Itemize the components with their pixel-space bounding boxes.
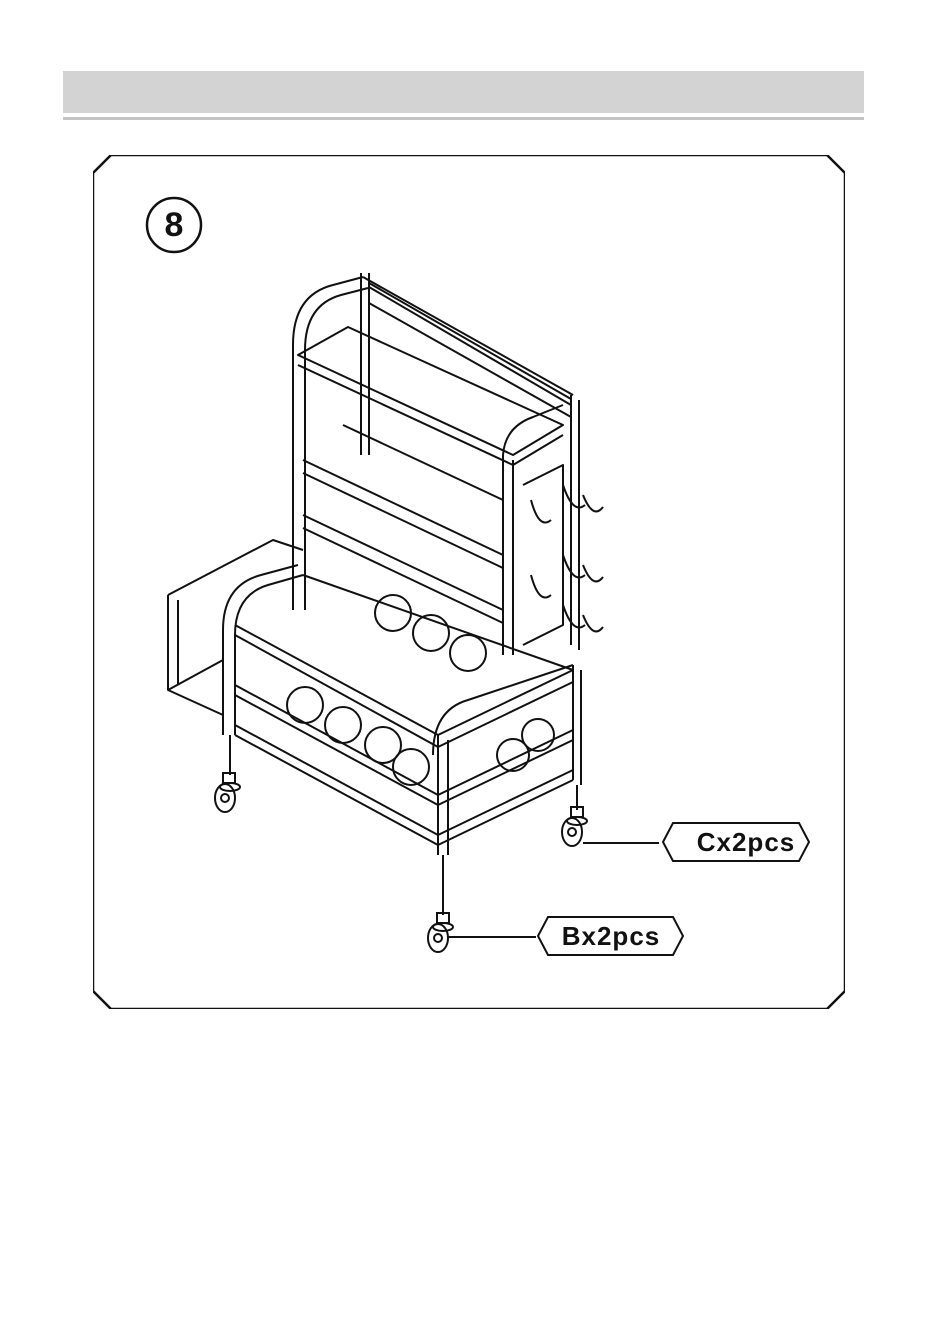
- storage-rack-drawing: [168, 273, 603, 915]
- assembly-diagram: [93, 155, 845, 1009]
- header-rule: [63, 117, 864, 120]
- instruction-panel: 8 Cx2pcs Bx2pcs: [93, 155, 845, 1009]
- caster-wheel-icon: [428, 913, 453, 952]
- panel-border: [93, 155, 845, 1009]
- part-qty: x2pcs: [582, 921, 661, 951]
- header-bar: [63, 71, 864, 113]
- caster-wheel-icon: [215, 773, 240, 812]
- part-letter: B: [562, 921, 582, 951]
- step-number: 8: [146, 197, 202, 253]
- caster-wheel-icon: [562, 807, 587, 846]
- part-label-c: Cx2pcs: [686, 823, 806, 861]
- part-letter: C: [697, 827, 717, 857]
- part-label-b: Bx2pcs: [561, 917, 661, 955]
- part-qty: x2pcs: [717, 827, 796, 857]
